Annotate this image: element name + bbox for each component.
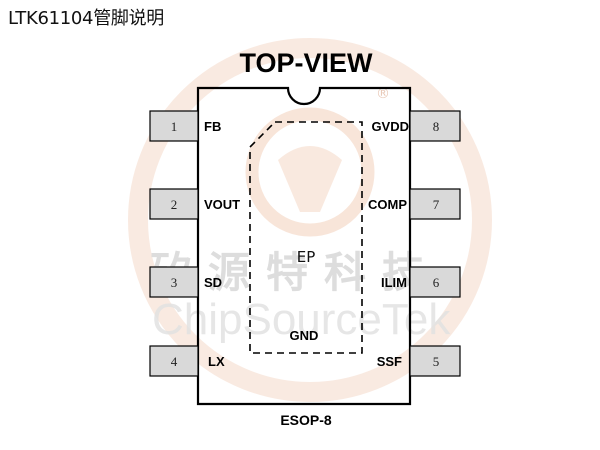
package-outline <box>196 86 412 406</box>
pin-lead <box>409 345 461 377</box>
pin-name: VOUT <box>204 197 240 212</box>
pin-6: 6 ILIM <box>381 266 461 298</box>
view-title: TOP-VIEW <box>239 48 373 78</box>
pin-lead <box>149 266 199 298</box>
watermark-english: ChipSourceTek <box>152 295 451 344</box>
pin-name: SSF <box>377 354 402 369</box>
page-title: LTK61104管脚说明 <box>8 8 165 29</box>
pin-number: 3 <box>171 275 178 290</box>
pin-name: GVDD <box>371 119 409 134</box>
watermark-ring-icon <box>128 38 492 402</box>
watermark: ® 矽源特科技 ChipSourceTek <box>128 38 492 402</box>
exposed-pad-outline <box>249 121 363 354</box>
pin-name: COMP <box>368 197 407 212</box>
pin-lead <box>409 188 461 220</box>
pin-lead <box>149 188 199 220</box>
pin-5: 5 SSF <box>377 345 461 377</box>
pin-7: 7 COMP <box>368 188 461 220</box>
pin-2: 2 VOUT <box>149 188 240 220</box>
pin-name: FB <box>204 119 221 134</box>
pin-number: 4 <box>171 354 178 369</box>
exposed-pad: EP GND <box>249 121 363 354</box>
exposed-pad-gnd-label: GND <box>290 328 319 343</box>
watermark-logo-icon <box>245 107 375 237</box>
pin-number: 1 <box>171 119 178 134</box>
watermark-logo-mark-icon <box>278 146 342 212</box>
pin-8: 8 GVDD <box>371 110 461 142</box>
pin-lead <box>409 110 461 142</box>
watermark-registered: ® <box>376 86 390 102</box>
pin-name: ILIM <box>381 275 407 290</box>
package-body <box>196 86 412 406</box>
pin-lead <box>149 110 199 142</box>
pin-3: 3 SD <box>149 266 222 298</box>
package-label: ESOP-8 <box>280 412 332 428</box>
pin-number: 2 <box>171 197 178 212</box>
pin-number: 5 <box>433 354 440 369</box>
pin-name: SD <box>204 275 222 290</box>
pin-name: LX <box>208 354 225 369</box>
pin-lead <box>149 345 199 377</box>
exposed-pad-label: EP <box>297 248 316 266</box>
pin-number: 6 <box>433 275 440 290</box>
pin-4: 4 LX <box>149 345 225 377</box>
pin-lead <box>409 266 461 298</box>
pin-number: 7 <box>433 197 440 212</box>
pin-number: 8 <box>433 119 440 134</box>
pin-1: 1 FB <box>149 110 221 142</box>
